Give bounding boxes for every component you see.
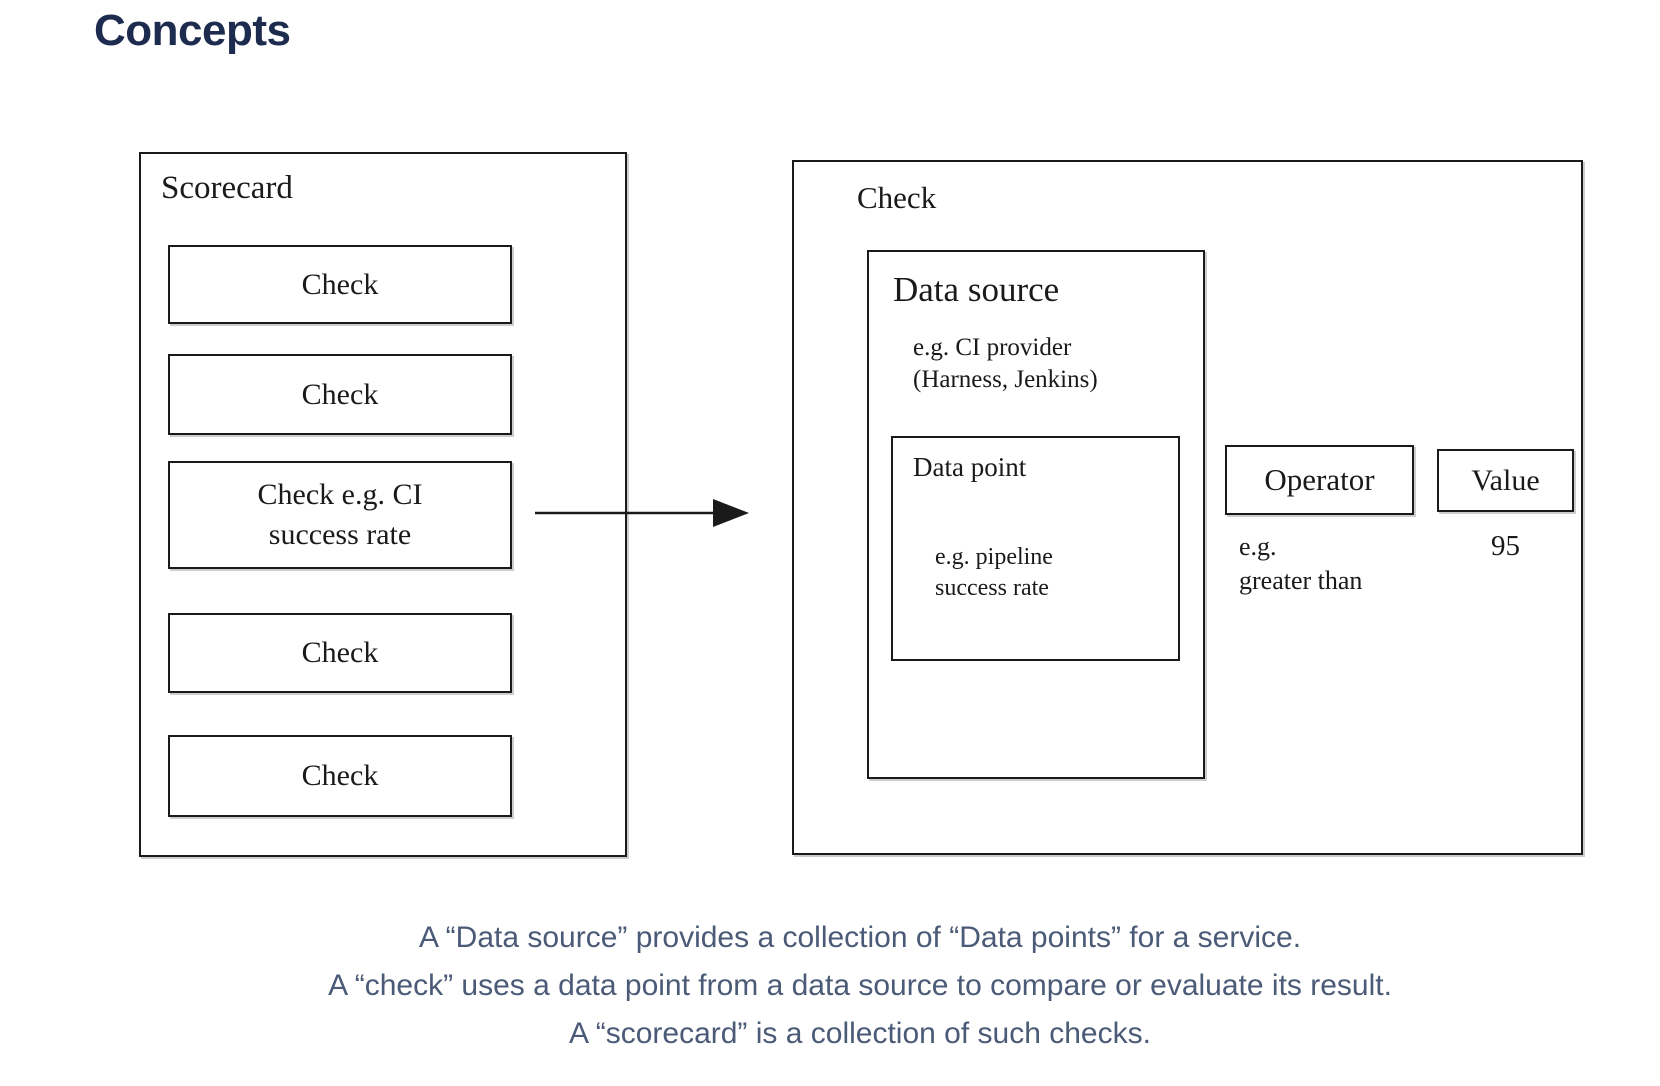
value-box: Value <box>1437 449 1574 512</box>
data-source-label: Data source <box>893 270 1060 309</box>
operator-example: e.g. greater than <box>1239 532 1363 595</box>
check-label: Check <box>301 636 379 669</box>
check-detail-label: Check <box>857 180 937 215</box>
data-point-box: Data point e.g. pipeline success rate <box>891 436 1180 661</box>
value-example: 95 <box>1491 530 1520 562</box>
caption-line-2: A “check” uses a data point from a data … <box>328 969 1392 1002</box>
scorecard-check-4: Check <box>168 613 512 693</box>
caption-line-3: A “scorecard” is a collection of such ch… <box>569 1017 1151 1050</box>
scorecard-check-1: Check <box>168 245 512 324</box>
value-label: Value <box>1471 463 1540 497</box>
scorecard-check-2: Check <box>168 354 512 435</box>
data-point-label: Data point <box>913 452 1027 482</box>
check-label: Check <box>301 267 379 301</box>
caption-block: A “Data source” provides a collection of… <box>60 914 1660 1058</box>
data-source-example: e.g. CI provider (Harness, Jenkins) <box>913 334 1098 393</box>
scorecard-box: Scorecard Check Check Check e.g. CI succ… <box>139 152 627 857</box>
check-detail-box: Check Data source e.g. CI provider (Harn… <box>792 160 1583 855</box>
scorecard-label: Scorecard <box>161 170 293 206</box>
check-label: Check <box>301 377 379 411</box>
caption-line-1: A “Data source” provides a collection of… <box>418 921 1302 954</box>
page-title: Concepts <box>94 6 291 55</box>
data-point-example: e.g. pipeline success rate <box>935 544 1053 601</box>
check-label: Check <box>301 759 379 792</box>
scorecard-check-5: Check <box>168 735 512 817</box>
data-source-box: Data source e.g. CI provider (Harness, J… <box>867 250 1205 779</box>
flow-arrow-icon <box>535 499 749 527</box>
scorecard-check-3: Check e.g. CI success rate <box>168 461 512 569</box>
operator-label: Operator <box>1264 462 1375 497</box>
operator-box: Operator <box>1225 445 1414 515</box>
check-label: Check e.g. CI success rate <box>257 478 423 551</box>
